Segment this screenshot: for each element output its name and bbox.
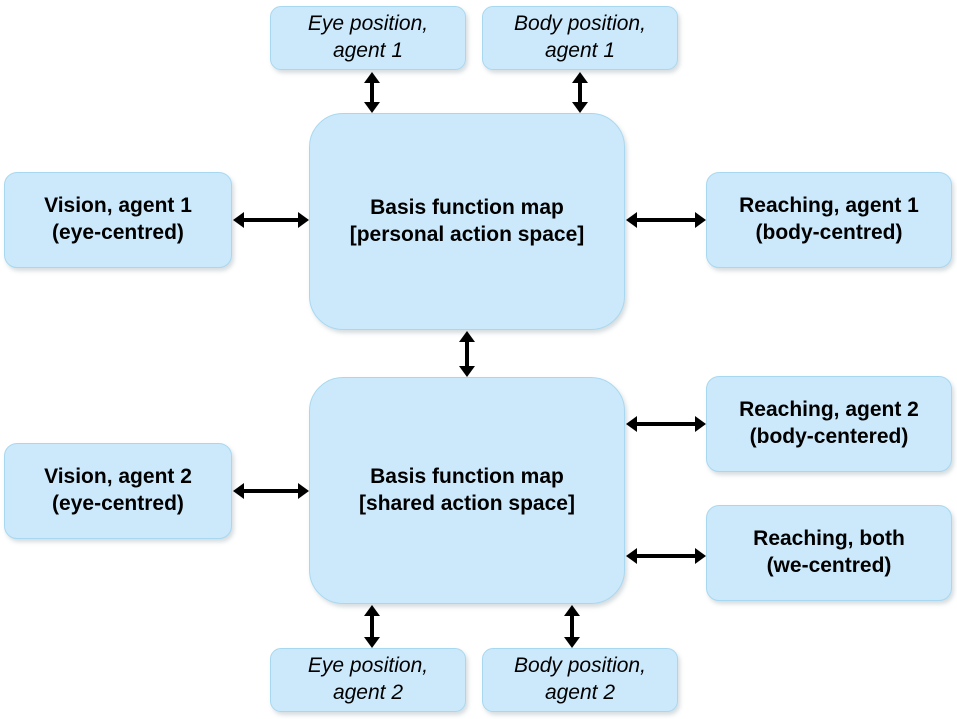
node-reaching-agent-1: Reaching, agent 1 (body-centred): [706, 172, 952, 268]
arrow-hub-personal-to-hub-shared: [457, 331, 477, 377]
arrowhead-up-icon: [364, 605, 380, 616]
node-body-position-agent-2: Body position, agent 2: [482, 648, 678, 712]
node-label: Eye position, agent 1: [307, 12, 429, 62]
arrow-shaft: [370, 614, 374, 639]
arrow-shaft: [635, 218, 697, 222]
arrowhead-left-icon: [233, 212, 244, 228]
arrowhead-left-icon: [626, 416, 637, 432]
arrowhead-up-icon: [564, 605, 580, 616]
arrowhead-left-icon: [626, 212, 637, 228]
node-basis-function-map-shared: Basis function map [shared action space]: [309, 377, 625, 604]
arrow-shaft: [635, 554, 697, 558]
arrowhead-up-icon: [459, 331, 475, 342]
node-reaching-both: Reaching, both (we-centred): [706, 505, 952, 601]
node-reaching-agent-2: Reaching, agent 2 (body-centered): [706, 376, 952, 472]
arrow-hub-shared-to-body-position-agent-2: [562, 605, 582, 648]
arrowhead-right-icon: [298, 212, 309, 228]
node-eye-position-agent-1: Eye position, agent 1: [270, 6, 466, 70]
arrowhead-left-icon: [233, 483, 244, 499]
arrow-shaft: [242, 489, 300, 493]
arrow-hub-personal-to-reaching-agent-1: [626, 207, 706, 233]
node-label: Vision, agent 1 (eye-centred): [44, 194, 192, 244]
arrowhead-down-icon: [364, 102, 380, 113]
arrow-hub-shared-to-eye-position-agent-2: [362, 605, 382, 648]
node-vision-agent-2: Vision, agent 2 (eye-centred): [4, 443, 232, 539]
node-label: Basis function map [personal action spac…: [349, 195, 585, 246]
node-label: Body position, agent 2: [514, 654, 646, 704]
node-label: Reaching, agent 1 (body-centred): [739, 194, 919, 244]
arrowhead-right-icon: [298, 483, 309, 499]
arrow-hub-shared-to-reaching-agent-2: [626, 411, 706, 437]
node-eye-position-agent-2: Eye position, agent 2: [270, 648, 466, 712]
arrow-vision-agent-1-to-hub-personal: [233, 207, 309, 233]
node-label: Eye position, agent 2: [307, 654, 429, 704]
arrow-shaft: [570, 614, 574, 639]
node-label: Vision, agent 2 (eye-centred): [44, 465, 192, 515]
arrowhead-right-icon: [695, 416, 706, 432]
node-basis-function-map-personal: Basis function map [personal action spac…: [309, 113, 625, 330]
arrowhead-right-icon: [695, 548, 706, 564]
arrow-shaft: [578, 81, 582, 104]
node-body-position-agent-1: Body position, agent 1: [482, 6, 678, 70]
node-label: Reaching, both (we-centred): [753, 527, 905, 577]
arrow-hub-shared-to-reaching-both: [626, 543, 706, 569]
arrow-shaft: [635, 422, 697, 426]
arrowhead-down-icon: [564, 637, 580, 648]
arrowhead-down-icon: [364, 637, 380, 648]
arrowhead-up-icon: [572, 72, 588, 83]
node-label: Basis function map [shared action space]: [359, 464, 575, 515]
node-vision-agent-1: Vision, agent 1 (eye-centred): [4, 172, 232, 268]
arrowhead-up-icon: [364, 72, 380, 83]
arrowhead-left-icon: [626, 548, 637, 564]
node-label: Body position, agent 1: [514, 12, 646, 62]
arrow-eye-position-agent-1-to-hub-personal: [362, 72, 382, 113]
node-label: Reaching, agent 2 (body-centered): [739, 398, 919, 448]
arrow-body-position-agent-1-to-hub-personal: [570, 72, 590, 113]
arrow-shaft: [370, 81, 374, 104]
arrow-shaft: [242, 218, 300, 222]
arrowhead-down-icon: [572, 102, 588, 113]
arrow-vision-agent-2-to-hub-shared: [233, 478, 309, 504]
arrow-shaft: [465, 340, 469, 368]
arrowhead-down-icon: [459, 366, 475, 377]
arrowhead-right-icon: [695, 212, 706, 228]
